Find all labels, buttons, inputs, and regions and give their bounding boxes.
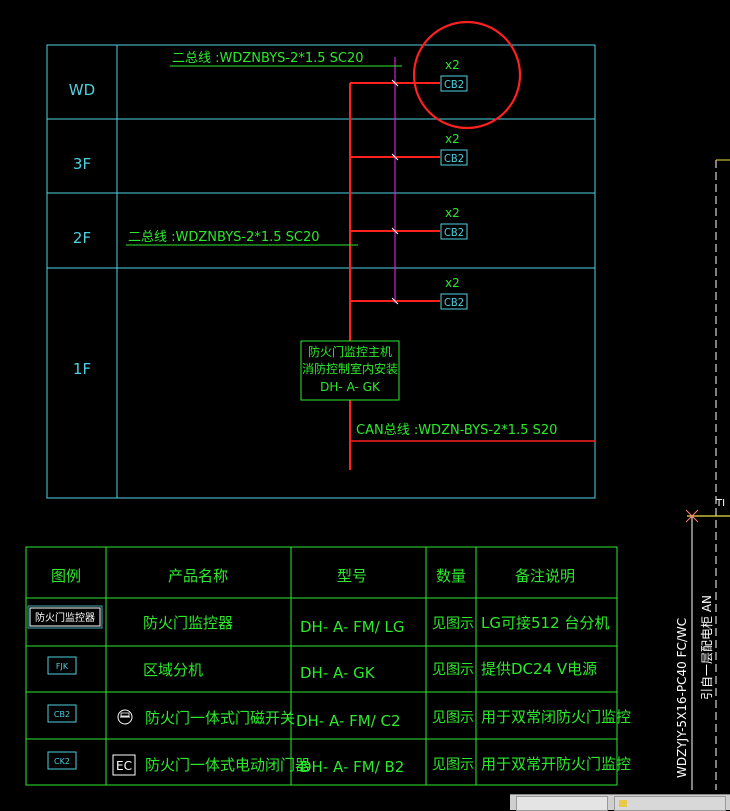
product-name: 防火门一体式电动闭门器 [145, 756, 310, 774]
cb2-box [440, 75, 468, 92]
product-model: DH- A- FM/ B2 [300, 758, 404, 776]
device-label: CB2 [444, 152, 464, 165]
device-1f[interactable]: x2 CB2 [440, 276, 468, 310]
product-model: DH- A- FM/ C2 [296, 712, 401, 730]
symbol-ck2-box [47, 751, 77, 770]
symbol-fjk-text: FJK [56, 662, 69, 671]
symbol-monitor-box [29, 607, 101, 627]
legend-header-name: 产品名称 [168, 567, 228, 585]
symbol-ck2-text: CK2 [54, 757, 70, 766]
product-qty: 见图示 [432, 757, 474, 773]
device-label: CB2 [444, 226, 464, 239]
legend-header-model: 型号 [337, 567, 367, 585]
legend-row: FJK 区域分机 DH- A- GK 见图示 提供DC24 V电源 [47, 656, 597, 682]
device-label: CB2 [444, 296, 464, 309]
device-2f[interactable]: x2 CB2 [440, 206, 468, 240]
product-qty: 见图示 [432, 616, 474, 632]
right-tag: TI [715, 498, 725, 509]
product-qty: 见图示 [432, 710, 474, 726]
product-qty: 见图示 [432, 662, 474, 678]
host-line-3: DH- A- GK [320, 380, 381, 394]
red-bus [349, 82, 595, 470]
legend-table-grid [25, 546, 618, 786]
magnet-switch-icon [117, 709, 133, 725]
cable-source-vertical: 引自一层配电柜 AN [700, 595, 714, 700]
legend-row: CK2 EC 防火门一体式电动闭门器 DH- A- FM/ B2 见图示 用于双… [47, 751, 631, 776]
floor-label-1f: 1F [73, 360, 91, 378]
host-line-1: 防火门监控主机 [308, 344, 392, 359]
product-note: 用于双常闭防火门监控 [481, 708, 631, 726]
cb2-box [440, 293, 468, 310]
symbol-monitor-text: 防火门监控器 [35, 611, 95, 624]
bus-ticks [391, 79, 399, 305]
legend-row: 防火门监控器 防火门监控器 DH- A- FM/ LG 见图示 LG可接512 … [27, 605, 609, 636]
floor-label-wd: WD [69, 81, 95, 99]
device-3f[interactable]: x2 CB2 [440, 132, 468, 166]
cb2-box [440, 223, 468, 240]
device-label: CB2 [444, 78, 464, 91]
product-note: LG可接512 台分机 [481, 614, 609, 632]
taskbar-fragment [510, 794, 730, 811]
product-note: 用于双常开防火门监控 [481, 755, 631, 773]
bus-label-left: 二总线 :WDZNBYS-2*1.5 SC20 [128, 230, 320, 245]
ec-symbol-text: EC [116, 759, 132, 773]
product-name: 防火门一体式门磁开关 [145, 709, 295, 727]
riser-frame [46, 44, 596, 499]
cable-spec-vertical: WDZYJY-5X16-PC40 FC/WC [675, 618, 689, 778]
product-model: DH- A- GK [300, 664, 376, 682]
product-name: 防火门监控器 [143, 614, 233, 632]
host-line-2: 消防控制室内安装 [302, 361, 398, 376]
monitor-host[interactable]: 防火门监控主机 消防控制室内安装 DH- A- GK [300, 340, 400, 401]
product-model: DH- A- FM/ LG [300, 618, 405, 636]
device-wd[interactable]: x2 CB2 [440, 58, 468, 92]
product-name: 区域分机 [143, 661, 203, 679]
symbol-cb2-text: CB2 [54, 710, 70, 719]
door-closer-icon [112, 754, 136, 776]
host-box [300, 340, 400, 401]
legend-row: CB2 防火门一体式门磁开关 DH- A- FM/ C2 见图示 用于双常闭防火… [47, 704, 631, 730]
bus-label-top: 二总线 :WDZNBYS-2*1.5 SC20 [172, 51, 364, 66]
bus-label-can: CAN总线 :WDZN-BYS-2*1.5 S20 [356, 423, 557, 438]
legend-header-symbol: 图例 [51, 567, 81, 585]
legend-header-note: 备注说明 [515, 567, 575, 585]
folder-icon [619, 800, 627, 807]
symbol-cb2-box [47, 704, 77, 723]
device-count: x2 [445, 206, 460, 220]
right-side-wiring [685, 159, 730, 790]
device-count: x2 [445, 58, 460, 72]
floor-label-3f: 3F [73, 155, 91, 173]
floor-label-2f: 2F [73, 229, 91, 247]
product-note: 提供DC24 V电源 [481, 660, 597, 678]
symbol-fjk-box [47, 656, 77, 675]
device-count: x2 [445, 132, 460, 146]
annotation-circle [412, 20, 522, 130]
cb2-box [440, 149, 468, 166]
device-count: x2 [445, 276, 460, 290]
legend-header-qty: 数量 [436, 567, 466, 585]
